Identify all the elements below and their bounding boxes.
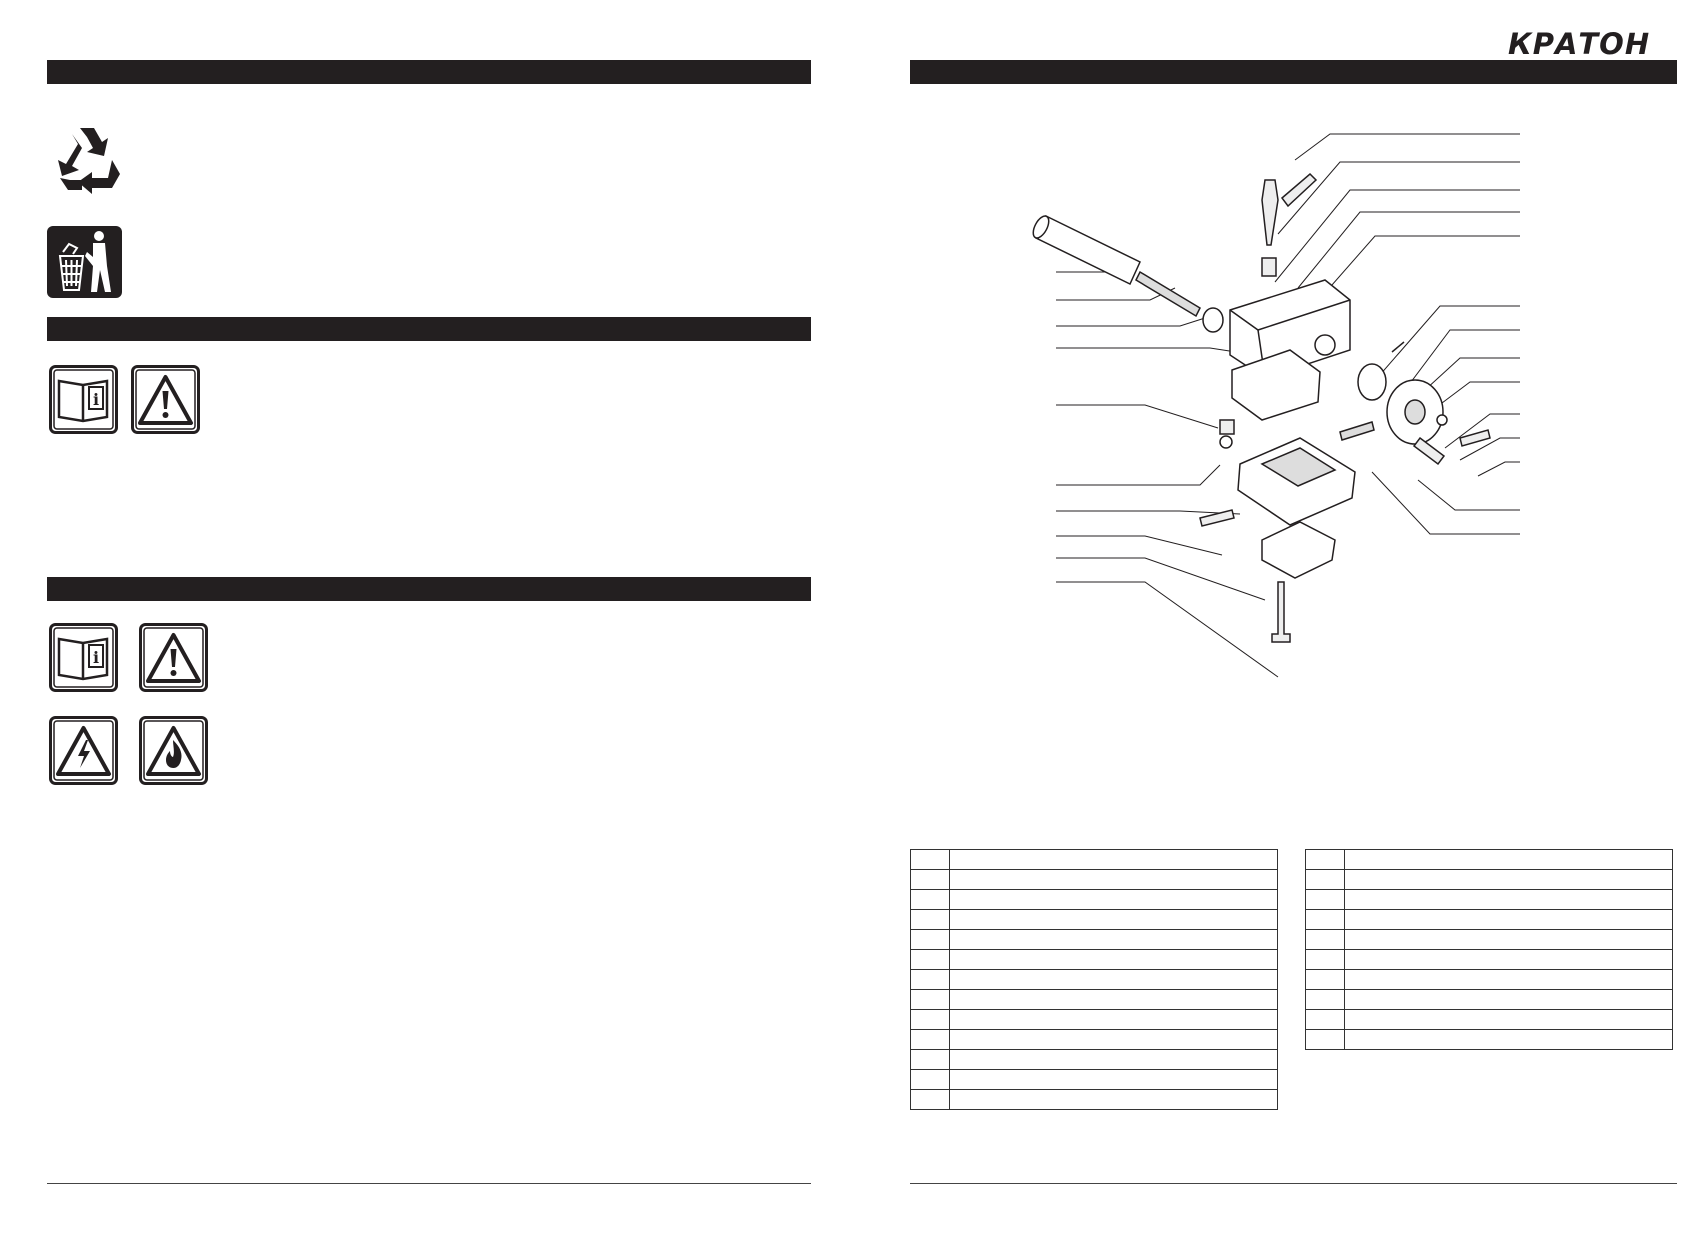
table-row xyxy=(910,1049,1278,1070)
table-row xyxy=(910,929,1278,950)
lead-screw xyxy=(1135,270,1201,318)
callout-line xyxy=(1056,557,1266,601)
fire-hazard-warning-icon xyxy=(139,716,208,785)
table-row xyxy=(910,1009,1278,1030)
table-row xyxy=(910,909,1278,930)
top-bolt xyxy=(1261,179,1279,246)
callout-line xyxy=(1274,189,1520,283)
table-row xyxy=(910,869,1278,890)
callout-line xyxy=(1477,461,1520,477)
parts-table-right xyxy=(1305,849,1673,1050)
table-row xyxy=(910,889,1278,910)
callout-line xyxy=(1294,133,1520,161)
callout-line xyxy=(1364,305,1520,393)
callout-line xyxy=(1277,161,1520,235)
footer-rule-left xyxy=(47,1183,811,1184)
callout-line xyxy=(1056,404,1219,429)
recycle-icon xyxy=(50,122,124,196)
table-row xyxy=(910,1069,1278,1090)
table-row xyxy=(910,969,1278,990)
sleeve-nut xyxy=(1261,257,1277,277)
footer-rule-right xyxy=(910,1183,1677,1184)
callout-line xyxy=(1417,479,1520,511)
callout-line xyxy=(1056,347,1237,353)
section-bar-parts xyxy=(910,60,1677,84)
handle-sleeve xyxy=(1035,214,1141,286)
callout-line xyxy=(1056,581,1279,678)
table-row xyxy=(910,1029,1278,1050)
section-bar-3 xyxy=(47,577,811,601)
callout-line xyxy=(1424,357,1520,391)
warning-triangle-icon xyxy=(131,365,200,434)
section-bar-disposal xyxy=(47,60,811,84)
table-row xyxy=(1305,1009,1673,1030)
callout-line xyxy=(1429,381,1520,413)
table-row xyxy=(1305,989,1673,1010)
gib-screw xyxy=(1199,509,1235,527)
table-row xyxy=(1305,849,1673,870)
callout-line xyxy=(1459,437,1520,461)
callout-line xyxy=(1404,329,1520,391)
table-row xyxy=(1305,949,1673,970)
warning-triangle-icon xyxy=(139,623,208,692)
table-row xyxy=(1305,1029,1673,1050)
table-row xyxy=(910,849,1278,870)
table-row xyxy=(910,1089,1278,1110)
brand-logo: КРАТОН xyxy=(1508,27,1651,61)
callout-line xyxy=(1444,413,1520,449)
clamp-block xyxy=(1261,521,1336,579)
parts-table-left xyxy=(910,849,1278,1110)
cross-screw xyxy=(1339,421,1375,441)
swivel-base xyxy=(1231,349,1321,421)
callout-line xyxy=(1056,510,1241,515)
svg-text:i: i xyxy=(93,390,99,409)
electric-shock-warning-icon xyxy=(49,716,118,785)
handwheel-handle xyxy=(1412,436,1446,466)
table-row xyxy=(1305,869,1673,890)
callout-line xyxy=(1371,471,1520,535)
exploded-parts-diagram xyxy=(1032,133,1520,678)
section-bar-2 xyxy=(47,317,811,341)
table-row xyxy=(1305,929,1673,950)
manual-info-icon: i xyxy=(49,623,118,692)
table-row xyxy=(910,949,1278,970)
callout-line xyxy=(1056,464,1221,486)
long-bolt xyxy=(1271,581,1291,643)
callout-line xyxy=(1056,317,1206,327)
table-row xyxy=(1305,889,1673,910)
graduated-dial xyxy=(1357,363,1387,401)
callout-line xyxy=(1297,211,1520,289)
table-row xyxy=(1305,909,1673,930)
table-row xyxy=(1305,969,1673,990)
table-row xyxy=(910,989,1278,1010)
trash-bin-person-icon xyxy=(47,226,122,298)
small-handle xyxy=(1280,172,1318,208)
callout-line xyxy=(1056,535,1223,556)
collar xyxy=(1202,307,1224,333)
manual-info-icon: i xyxy=(49,365,118,434)
svg-text:i: i xyxy=(93,648,99,667)
